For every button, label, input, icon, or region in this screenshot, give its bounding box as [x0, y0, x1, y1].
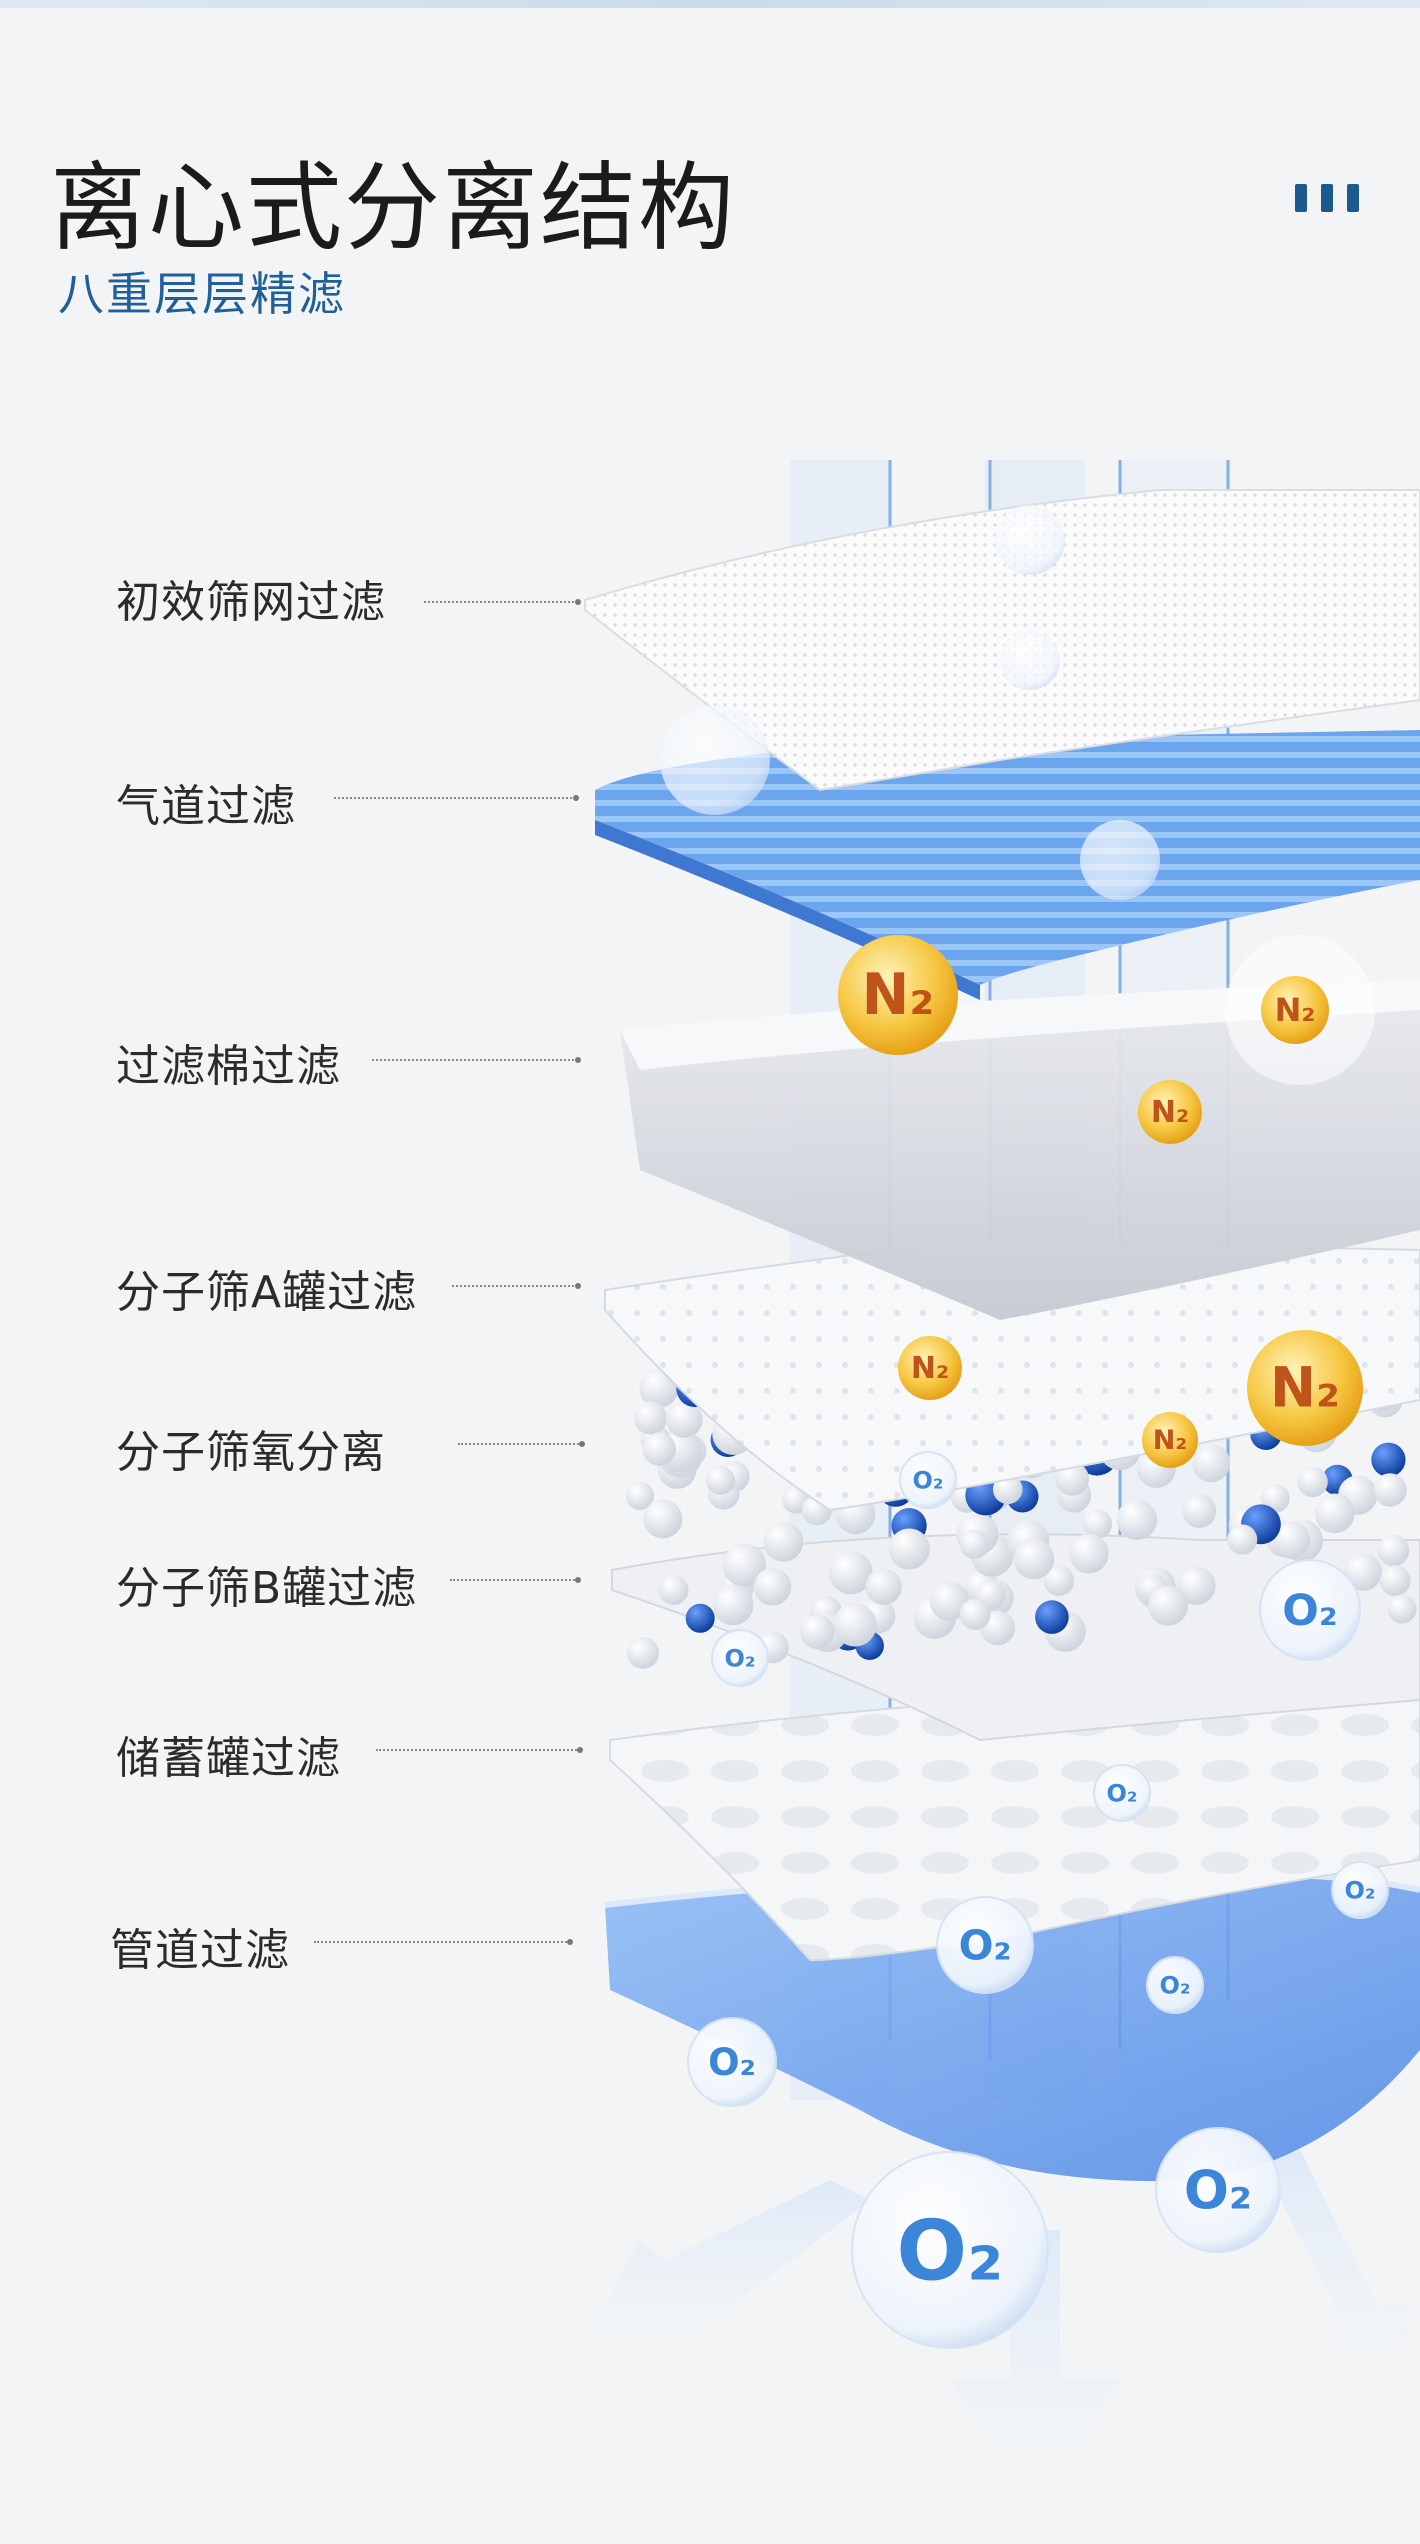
- layer-label-air-channel: 气道过滤: [116, 770, 296, 834]
- white-sieve-ball: [1297, 1467, 1327, 1497]
- svg-text:N₂: N₂: [1270, 1356, 1340, 1420]
- oxygen-molecule: O₂: [1260, 1560, 1360, 1660]
- svg-text:O₂: O₂: [1160, 1971, 1191, 1999]
- nitrogen-molecule: N₂: [898, 1336, 962, 1400]
- white-sieve-ball: [866, 1569, 902, 1605]
- white-sieve-ball: [1014, 1539, 1054, 1579]
- oxygen-molecule: O₂: [937, 1897, 1033, 1993]
- white-sieve-ball: [889, 1529, 930, 1570]
- nitrogen-molecule: N₂: [1247, 1330, 1363, 1446]
- svg-text:N₂: N₂: [1153, 1425, 1187, 1456]
- white-sieve-ball: [960, 1599, 991, 1630]
- white-sieve-ball: [634, 1401, 667, 1434]
- layer-label-sieve-a: 分子筛A罐过滤: [116, 1256, 417, 1320]
- white-sieve-ball: [754, 1568, 791, 1605]
- air-bubble: [1000, 630, 1060, 690]
- layer-label-pipe: 管道过滤: [110, 1914, 290, 1978]
- layer-label-cotton: 过滤棉过滤: [116, 1030, 341, 1094]
- air-bubble: [1080, 820, 1160, 900]
- oxygen-molecule: O₂: [712, 1630, 768, 1686]
- svg-text:O₂: O₂: [1345, 1876, 1376, 1904]
- svg-text:O₂: O₂: [725, 1644, 756, 1672]
- leader-line: [458, 1443, 582, 1445]
- air-bubble: [995, 505, 1065, 575]
- blue-sieve-ball: [1035, 1600, 1069, 1634]
- white-sieve-ball: [1227, 1524, 1257, 1554]
- white-sieve-ball: [659, 1575, 689, 1605]
- white-sieve-ball: [627, 1637, 659, 1669]
- blue-sieve-ball: [686, 1604, 715, 1633]
- white-sieve-ball: [706, 1466, 735, 1495]
- svg-text:O₂: O₂: [708, 2041, 756, 2084]
- layer-label-primary-mesh: 初效筛网过滤: [116, 566, 386, 630]
- nitrogen-molecule: N₂: [1142, 1412, 1198, 1468]
- oxygen-molecule: O₂: [852, 2152, 1048, 2348]
- white-sieve-ball: [1069, 1534, 1109, 1574]
- white-sieve-ball: [1117, 1499, 1158, 1540]
- svg-text:O₂: O₂: [1107, 1779, 1138, 1807]
- oxygen-molecule: O₂: [1156, 2128, 1280, 2252]
- blue-sieve-ball: [1371, 1443, 1405, 1477]
- leader-line: [376, 1749, 580, 1751]
- nitrogen-molecule: N₂: [1138, 1080, 1202, 1144]
- white-sieve-ball: [764, 1522, 804, 1562]
- leader-line: [450, 1579, 578, 1581]
- oxygen-molecule: O₂: [1147, 1957, 1203, 2013]
- white-sieve-ball: [1315, 1494, 1355, 1534]
- layer-label-storage-tank: 储蓄罐过滤: [116, 1722, 341, 1786]
- white-sieve-ball: [1380, 1565, 1411, 1596]
- white-sieve-ball: [1182, 1494, 1216, 1528]
- layer-label-oxygen-separation: 分子筛氧分离: [116, 1416, 386, 1480]
- leader-line: [372, 1059, 578, 1061]
- white-sieve-ball: [1378, 1535, 1410, 1567]
- white-sieve-ball: [1373, 1473, 1406, 1506]
- oxygen-molecule: O₂: [900, 1452, 956, 1508]
- svg-text:N₂: N₂: [1275, 991, 1316, 1029]
- svg-text:N₂: N₂: [1151, 1095, 1189, 1130]
- white-sieve-ball: [1192, 1444, 1230, 1482]
- white-sieve-ball: [713, 1585, 754, 1626]
- air-bubble: [660, 705, 770, 815]
- nitrogen-molecule: N₂: [838, 935, 958, 1055]
- svg-text:O₂: O₂: [897, 2202, 1004, 2299]
- svg-text:O₂: O₂: [1184, 2161, 1252, 2222]
- white-sieve-ball: [1148, 1586, 1188, 1626]
- svg-text:O₂: O₂: [913, 1466, 944, 1494]
- svg-text:N₂: N₂: [862, 962, 935, 1028]
- white-sieve-ball: [1388, 1595, 1417, 1624]
- white-sieve-ball: [833, 1603, 876, 1646]
- leader-line: [314, 1941, 570, 1943]
- white-sieve-ball: [643, 1500, 682, 1539]
- leader-line: [334, 797, 576, 799]
- white-sieve-ball: [643, 1432, 676, 1465]
- white-sieve-ball: [960, 1530, 989, 1559]
- white-sieve-ball: [800, 1615, 834, 1649]
- leader-line: [424, 601, 578, 603]
- oxygen-molecule: O₂: [1332, 1862, 1388, 1918]
- svg-text:O₂: O₂: [959, 1921, 1012, 1969]
- leader-line: [452, 1285, 578, 1287]
- oxygen-molecule: O₂: [688, 2018, 776, 2106]
- oxygen-molecule: O₂: [1094, 1765, 1150, 1821]
- nitrogen-molecule: N₂: [1261, 976, 1329, 1044]
- svg-text:O₂: O₂: [1282, 1586, 1337, 1636]
- layer-label-sieve-b: 分子筛B罐过滤: [116, 1552, 417, 1616]
- svg-text:N₂: N₂: [911, 1351, 949, 1386]
